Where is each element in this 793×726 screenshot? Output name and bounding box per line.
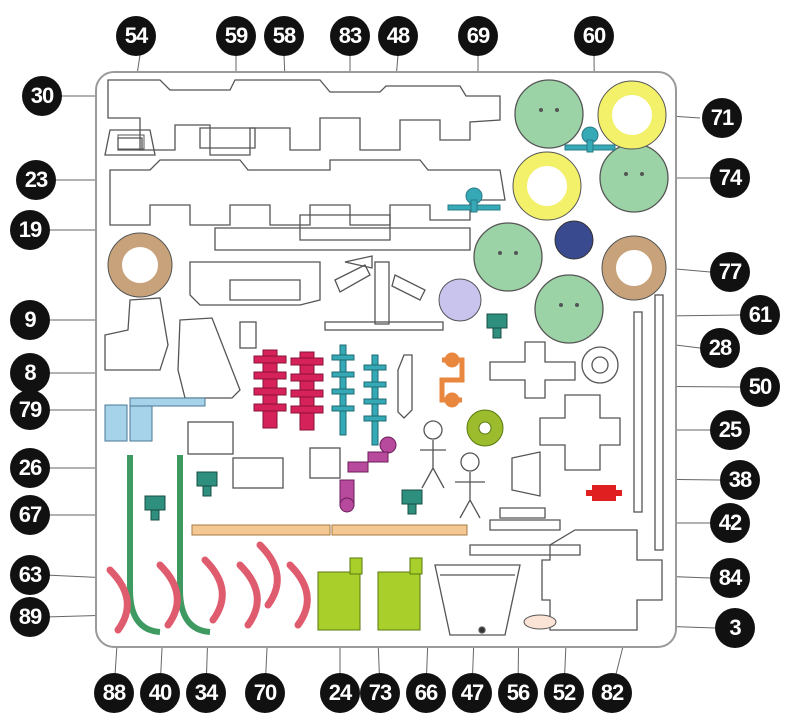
magenta-parts [339, 436, 397, 513]
callout-badge: 28 [700, 328, 740, 368]
callout-badge: 60 [574, 16, 614, 56]
large-panel-part [541, 529, 663, 631]
lime-block-parts [317, 557, 423, 631]
callout-badge: 42 [710, 503, 750, 543]
cyan-stand-parts [447, 126, 616, 213]
frame-outlines [107, 79, 506, 306]
dark-connector-parts [144, 313, 508, 521]
callout-badge: 66 [406, 673, 446, 713]
bracket-part [511, 451, 541, 497]
callout-badge: 79 [10, 390, 50, 430]
navy-ball-part [554, 220, 594, 260]
callout-badge: 88 [94, 673, 134, 713]
callout-badge: 19 [10, 210, 50, 250]
green-hook-parts [127, 455, 211, 635]
callout-badge: 50 [740, 367, 780, 407]
callout-badge: 3 [715, 608, 755, 648]
small-leaf-part [523, 614, 557, 630]
callout-badge: 71 [702, 98, 742, 138]
red-clip-part [586, 485, 622, 501]
callout-badge: 9 [10, 300, 50, 340]
tree-stand-part [324, 255, 444, 331]
callout-badge: 70 [245, 673, 285, 713]
callout-badge: 52 [544, 673, 584, 713]
bar-outline-parts [469, 507, 581, 556]
yellow-ring-parts [512, 80, 667, 221]
peach-bar-parts [191, 524, 468, 536]
callout-badge: 63 [10, 555, 50, 595]
olive-gear-part [466, 409, 504, 447]
light-blue-block-part [104, 397, 206, 442]
callout-badge: 61 [740, 295, 780, 335]
callout-badge: 8 [10, 353, 50, 393]
callout-badge: 74 [710, 158, 750, 198]
callout-badge: 47 [452, 673, 492, 713]
callout-badge: 56 [498, 673, 538, 713]
callout-badge: 26 [10, 448, 50, 488]
callout-badge: 25 [710, 410, 750, 450]
callout-badge: 59 [216, 16, 256, 56]
orange-chain-part [439, 352, 465, 408]
long-rod-parts [633, 294, 664, 551]
small-grid-part [117, 134, 145, 150]
callout-badge: 30 [22, 76, 62, 116]
stick-figure-parts [420, 420, 485, 519]
callout-badge: 77 [710, 252, 750, 292]
red-stacked-parts [253, 349, 324, 431]
callout-badge: 84 [710, 558, 750, 598]
callout-badge: 69 [458, 16, 498, 56]
side-panel-parts [104, 297, 257, 399]
brown-ring-parts [107, 232, 667, 301]
callout-badge: 67 [10, 495, 50, 535]
callout-badge: 54 [116, 16, 156, 56]
callout-badge: 38 [720, 460, 760, 500]
callout-badge: 23 [16, 160, 56, 200]
lavender-ball-part [438, 278, 482, 322]
bucket-part [434, 564, 521, 636]
green-face-parts [473, 79, 669, 344]
callout-badge: 58 [264, 16, 304, 56]
callout-badge: 89 [10, 597, 50, 637]
callout-badge: 73 [360, 673, 400, 713]
callout-badge: 48 [378, 16, 418, 56]
callout-badge: 40 [140, 673, 180, 713]
cross-parts [489, 341, 621, 471]
callout-badge: 24 [320, 673, 360, 713]
callout-badge: 83 [330, 16, 370, 56]
callout-badge: 82 [592, 673, 632, 713]
coral-arc-parts [106, 541, 311, 634]
box-outline-parts [187, 421, 341, 489]
teal-stacked-parts [331, 344, 387, 446]
handle-part [397, 354, 413, 419]
callout-badge: 34 [186, 673, 226, 713]
